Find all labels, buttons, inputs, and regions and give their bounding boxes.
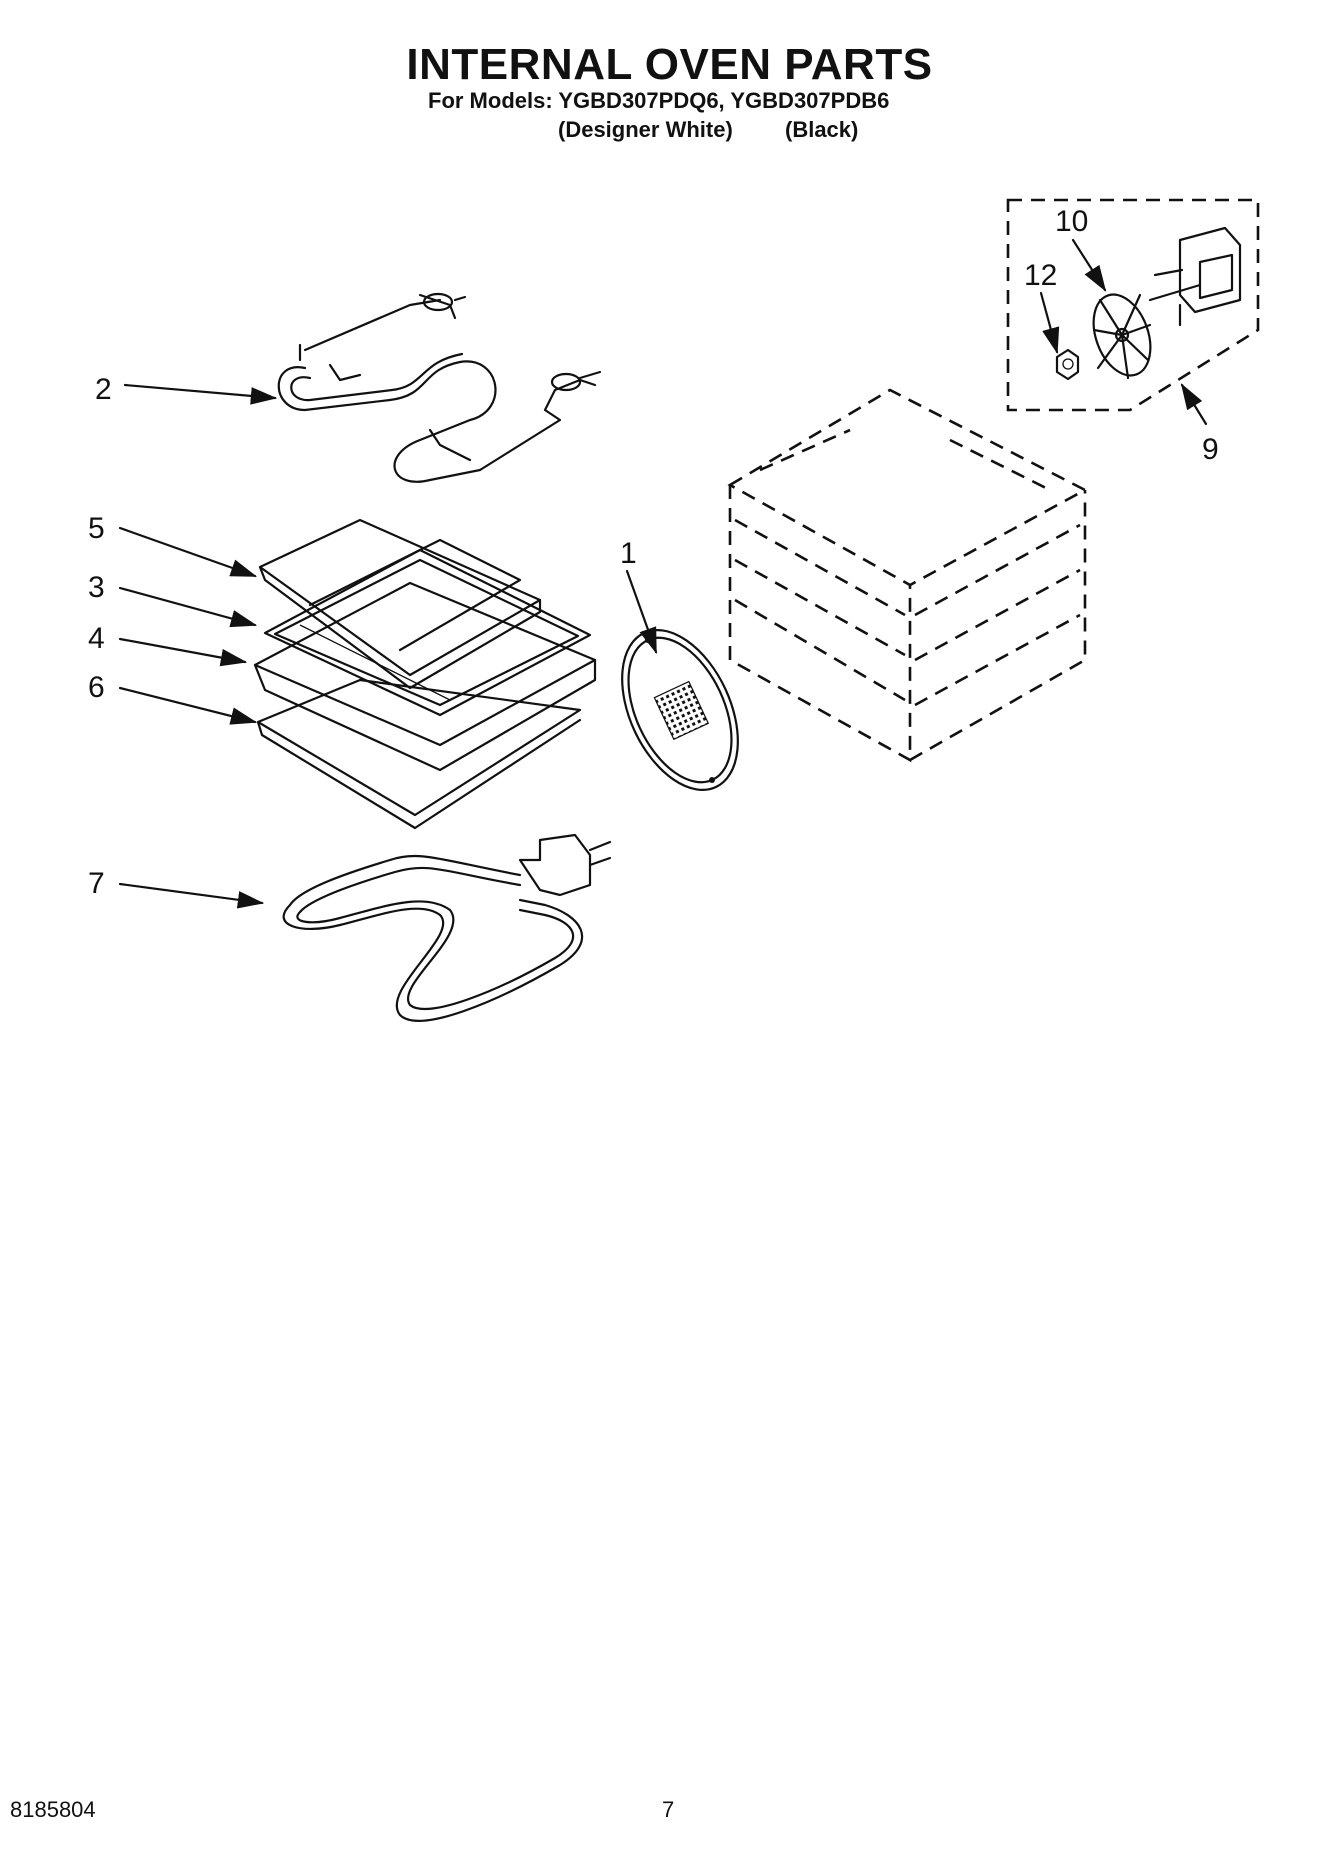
document-number: 8185804 xyxy=(10,1797,96,1822)
broil-pan-part-4 xyxy=(253,581,597,772)
arrow-3 xyxy=(118,586,258,628)
arrow-7 xyxy=(118,882,265,909)
fan-blade-part-10 xyxy=(1092,293,1152,380)
page-number: 7 xyxy=(662,1797,675,1822)
arrow-9 xyxy=(1180,383,1208,426)
callout-5: 5 xyxy=(88,512,105,545)
fan-assembly-inset xyxy=(1006,198,1260,412)
arrow-5 xyxy=(118,526,258,578)
oven-cavity-part-9 xyxy=(727,388,1088,763)
arrow-10 xyxy=(1071,238,1107,292)
arrow-1 xyxy=(625,569,658,655)
nut-part-12 xyxy=(1055,348,1080,381)
arrow-4 xyxy=(118,637,248,667)
arrow-12 xyxy=(1039,291,1060,355)
arrow-6 xyxy=(118,686,258,725)
page-title: INTERNAL OVEN PARTS xyxy=(406,40,933,89)
bake-element-part-7 xyxy=(282,833,612,1022)
leader-arrows xyxy=(118,238,1208,909)
broil-element-part-2 xyxy=(277,292,602,483)
fan-cover-part-1 xyxy=(621,629,739,791)
callout-7: 7 xyxy=(88,867,105,900)
callout-12: 12 xyxy=(1024,259,1057,292)
callout-9: 9 xyxy=(1202,433,1219,466)
models-line: For Models: YGBD307PDQ6, YGBD307PDB6 xyxy=(428,88,890,113)
callout-1: 1 xyxy=(620,537,637,570)
callout-2: 2 xyxy=(95,373,112,406)
fan-motor xyxy=(1148,226,1242,327)
oven-rack-part-6 xyxy=(256,678,582,830)
callout-10: 10 xyxy=(1055,205,1088,238)
variant-designer-white: (Designer White) xyxy=(558,117,733,142)
variant-black: (Black) xyxy=(785,117,859,142)
callout-6: 6 xyxy=(88,671,105,704)
callout-4: 4 xyxy=(88,622,105,655)
broil-pan-grid-part-3 xyxy=(263,548,592,717)
arrow-2 xyxy=(123,383,278,405)
callout-3: 3 xyxy=(88,571,105,604)
rack-part-5 xyxy=(258,518,542,690)
